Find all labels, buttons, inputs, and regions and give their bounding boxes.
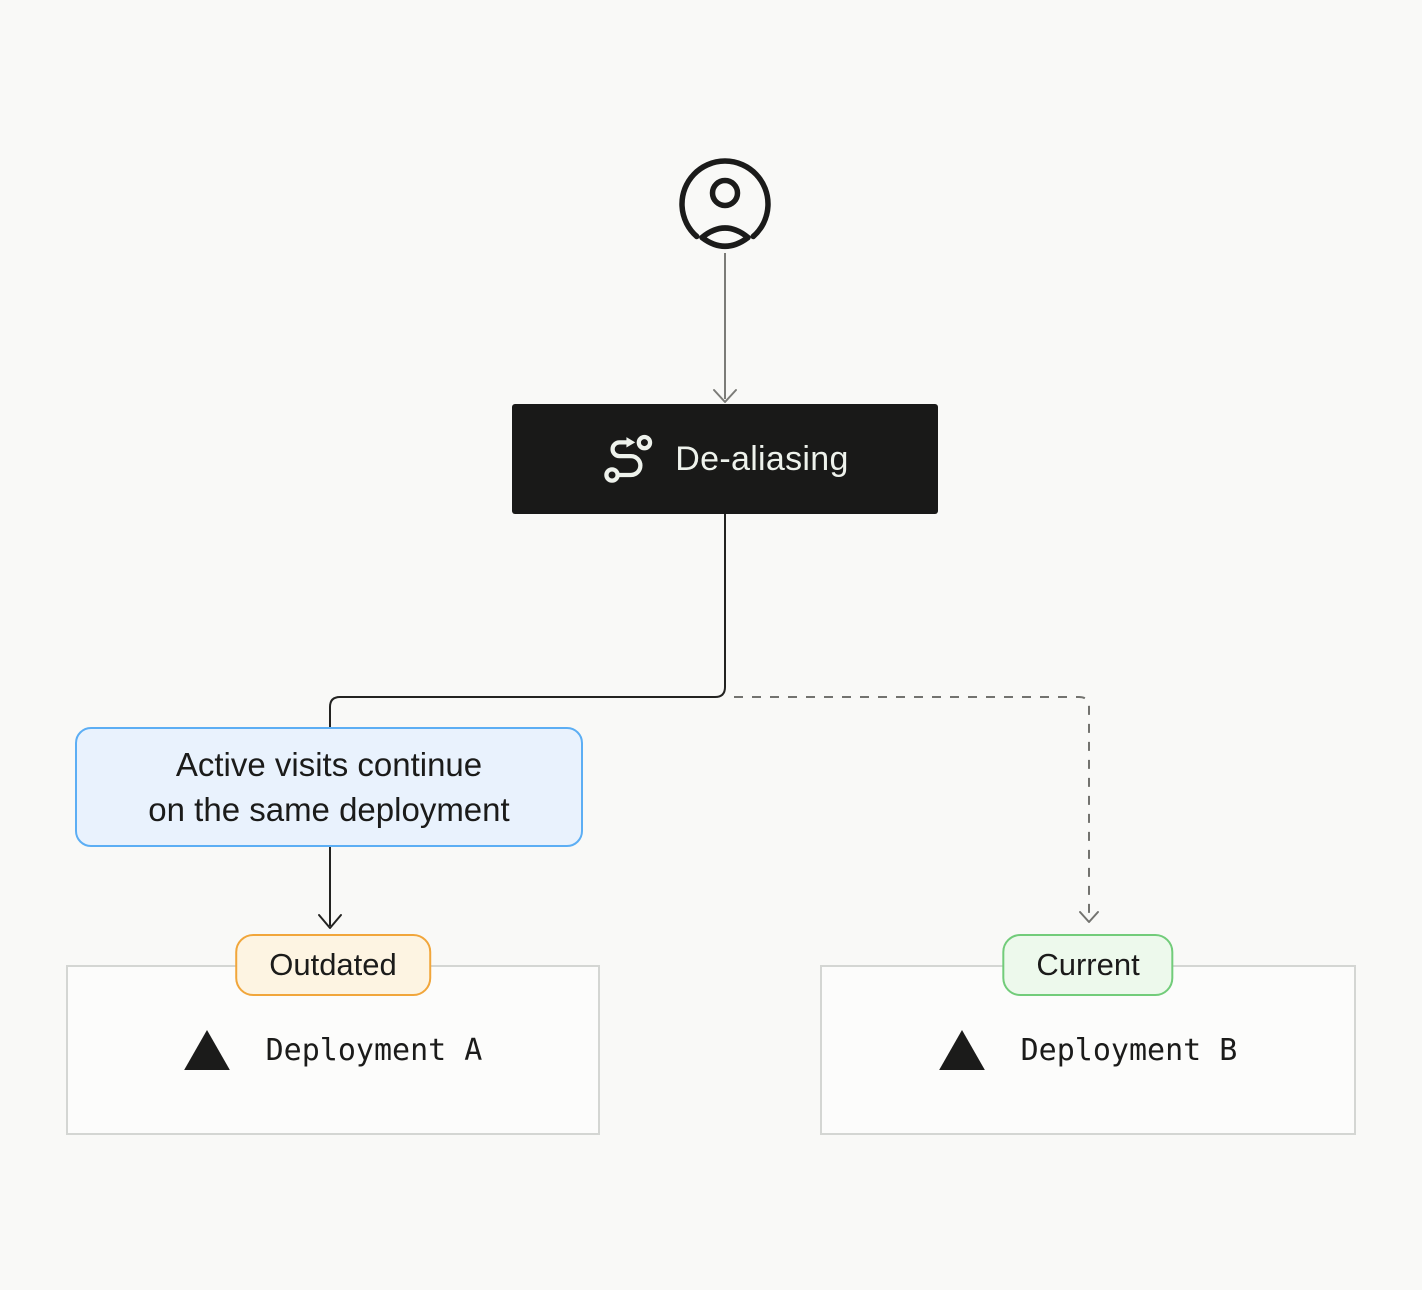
- note-line-1: Active visits continue: [175, 746, 483, 783]
- deployment-a-card: Outdated Deployment A: [66, 934, 600, 1135]
- dealiasing-node: De-aliasing: [512, 404, 938, 514]
- user-node: [677, 155, 773, 251]
- current-badge: Current: [1002, 934, 1174, 996]
- deployment-a-label: Deployment A: [265, 1032, 483, 1068]
- outdated-badge: Outdated: [235, 934, 431, 996]
- user-circle-icon: [679, 158, 771, 249]
- connector-dashed-to-current: [734, 696, 1090, 916]
- vercel-triangle-icon: [938, 1030, 985, 1070]
- dealiasing-label: De-aliasing: [675, 439, 849, 478]
- deployment-b-label: Deployment B: [1020, 1032, 1238, 1068]
- route-icon: [604, 434, 653, 483]
- arrowhead-into-current: [1079, 911, 1099, 923]
- deployment-b-content: Deployment B: [822, 967, 1354, 1133]
- deployment-b-card: Current Deployment B: [820, 934, 1356, 1135]
- arrowhead-into-dealiasing: [713, 389, 737, 403]
- vercel-triangle-icon: [183, 1030, 230, 1070]
- active-visits-note: Active visits continue on the same deplo…: [75, 727, 583, 847]
- arrowhead-into-outdated: [318, 914, 342, 929]
- deployment-a-content: Deployment A: [68, 967, 598, 1133]
- note-line-2: on the same deployment: [148, 791, 510, 828]
- connector-dealiasing-to-outdated: [329, 514, 726, 926]
